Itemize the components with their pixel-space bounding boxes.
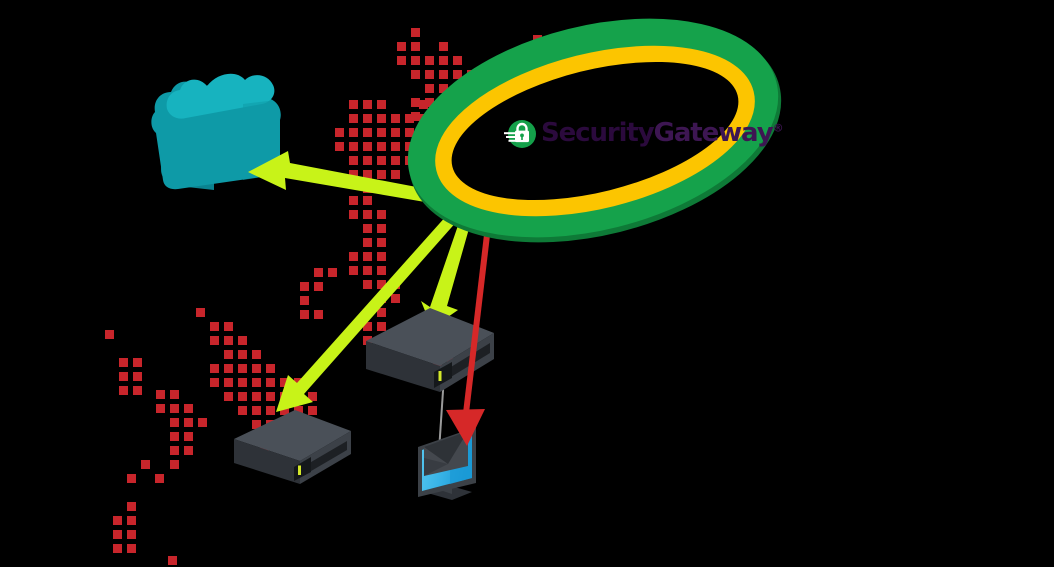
arrow-ring-to-cloud[interactable] [248, 151, 466, 209]
server-node-upper[interactable] [366, 308, 494, 392]
workstation-monitor-node[interactable] [418, 427, 476, 500]
arrow-ring-to-lower-server[interactable] [276, 205, 466, 412]
security-gateway-ring [407, 18, 782, 243]
cloud-node[interactable] [151, 73, 281, 190]
arrow-ring-to-upper-server[interactable] [421, 208, 474, 328]
arrow-ring-to-workstation-threat[interactable] [446, 209, 493, 446]
server-node-lower[interactable] [234, 410, 351, 484]
